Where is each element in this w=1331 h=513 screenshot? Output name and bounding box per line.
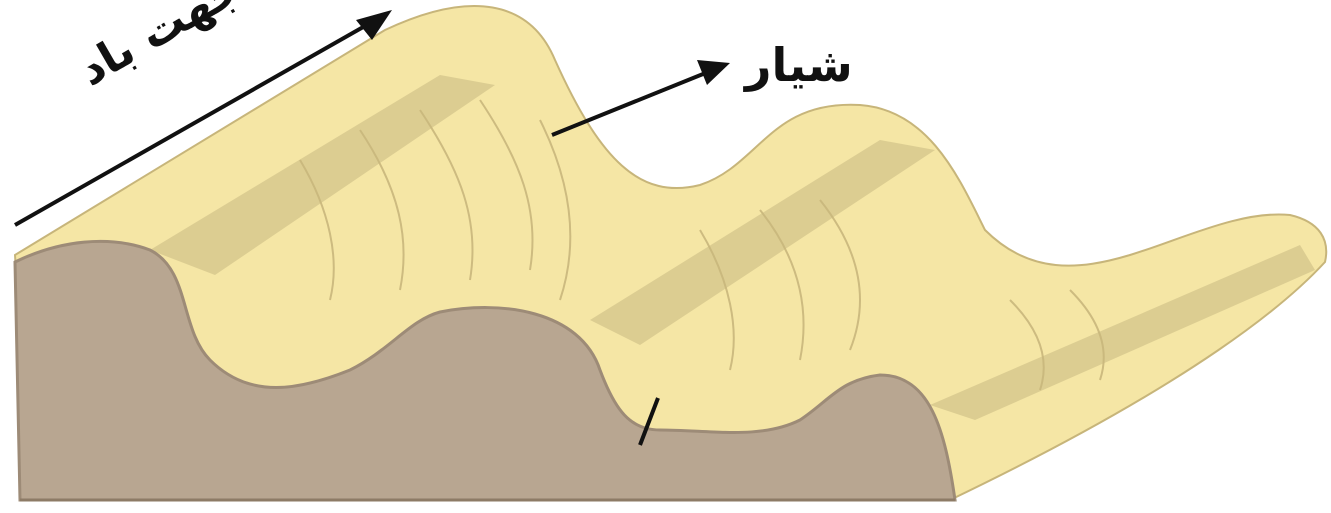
groove-label: شیار <box>745 38 853 92</box>
groove-arrow <box>552 60 730 135</box>
